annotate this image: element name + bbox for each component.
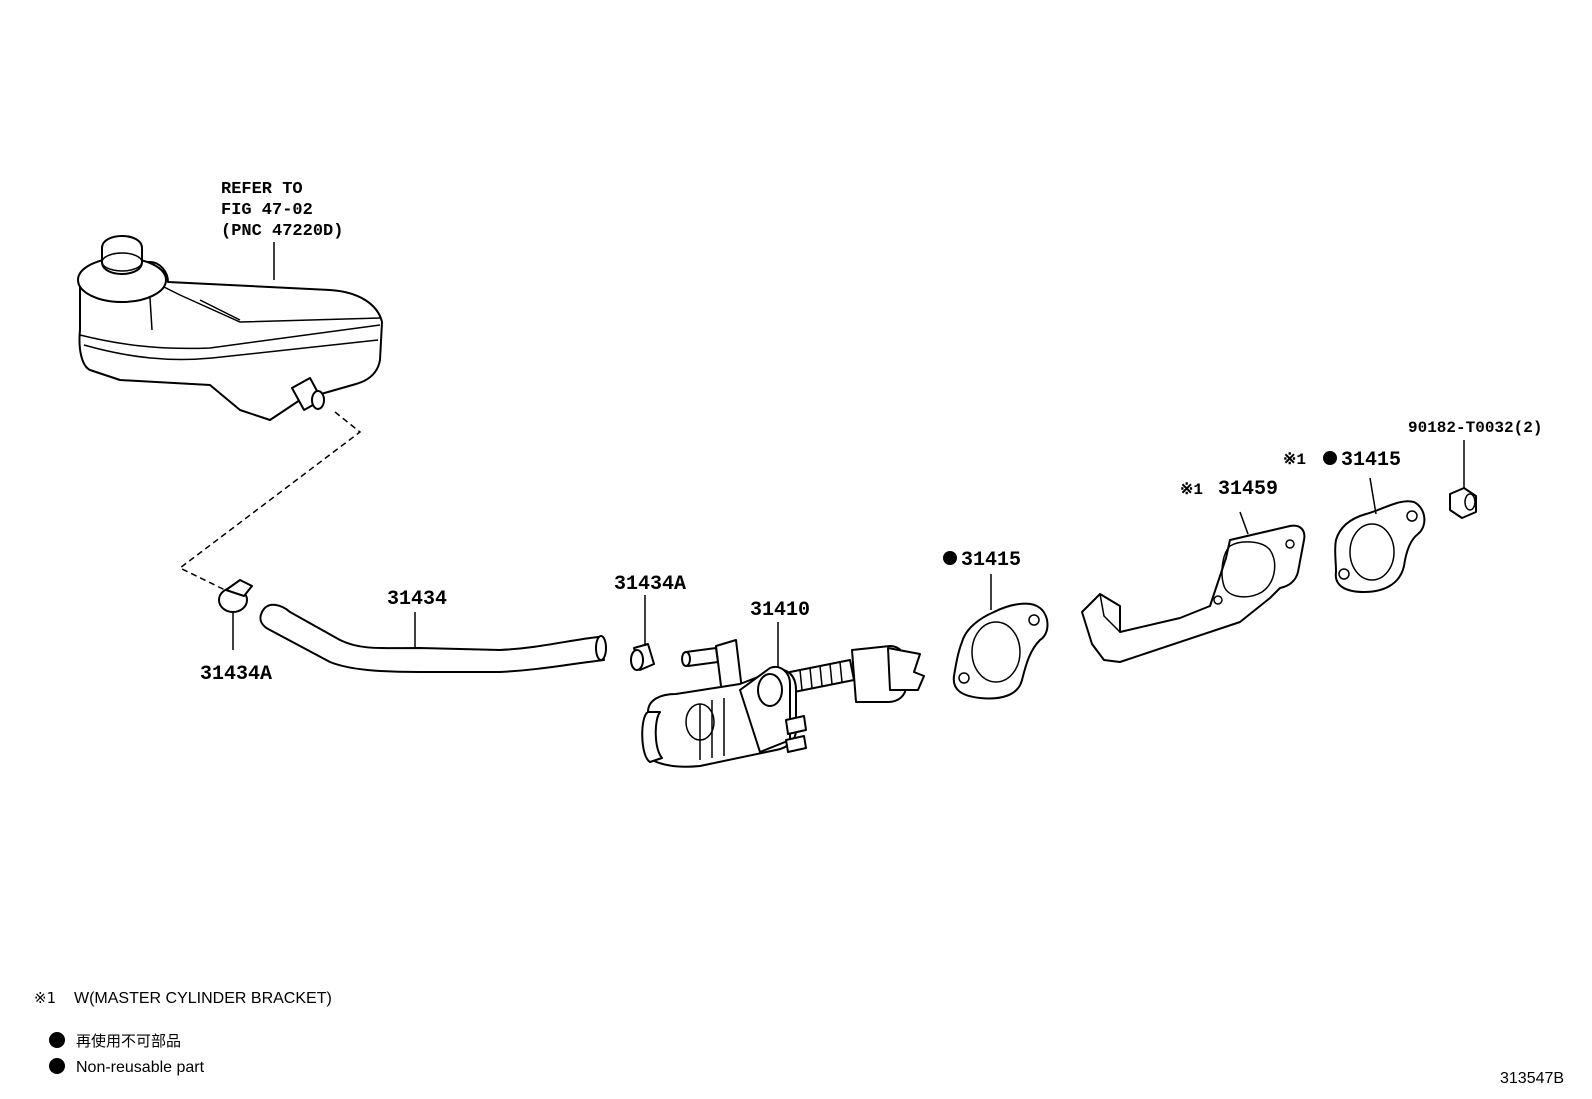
label-gasket-right: 31415: [1341, 449, 1401, 472]
reference-line-3: (PNC 47220D): [221, 222, 343, 241]
label-gasket-right-note-mark: ※1: [1283, 451, 1306, 469]
label-clamp-right: 31434A: [614, 573, 686, 596]
figure-id: 313547B: [1500, 1070, 1564, 1087]
gasket-left: [952, 574, 1049, 700]
label-nut: 90182-T0032(2): [1408, 419, 1542, 437]
nonreusable-mark-gasket-right: [1323, 451, 1337, 465]
bracket: [1081, 511, 1306, 663]
reference-note: REFER TO FIG 47-02 (PNC 47220D): [221, 180, 343, 280]
legend-bullet-en: [49, 1058, 65, 1074]
nut: [1449, 440, 1477, 519]
label-bracket-note-mark: ※1: [1180, 481, 1203, 499]
gasket-right: [1334, 477, 1426, 593]
reservoir-tank: [77, 235, 383, 421]
legend: ※1 W(MASTER CYLINDER BRACKET) 再使用不可部品 No…: [34, 989, 332, 1076]
legend-note-text: W(MASTER CYLINDER BRACKET): [74, 990, 332, 1007]
legend-nonreusable-en: Non-reusable part: [76, 1059, 205, 1076]
label-bracket: 31459: [1218, 478, 1278, 501]
label-hose: 31434: [387, 588, 447, 611]
label-clamp-left: 31434A: [200, 663, 272, 686]
legend-bullet-jp: [49, 1032, 65, 1048]
master-cylinder: [641, 622, 925, 768]
clamp-right: [630, 595, 655, 671]
nonreusable-mark-gasket-left: [943, 551, 957, 565]
hose: [259, 603, 607, 673]
clamp-left: [218, 579, 253, 650]
label-gasket-left: 31415: [961, 549, 1021, 572]
legend-note-mark: ※1: [34, 989, 56, 1007]
label-master-cylinder: 31410: [750, 599, 810, 622]
legend-nonreusable-jp: 再使用不可部品: [76, 1032, 181, 1050]
reference-line-1: REFER TO: [221, 180, 303, 199]
reference-line-2: FIG 47-02: [221, 201, 313, 220]
connection-dashed-line: [178, 411, 362, 591]
